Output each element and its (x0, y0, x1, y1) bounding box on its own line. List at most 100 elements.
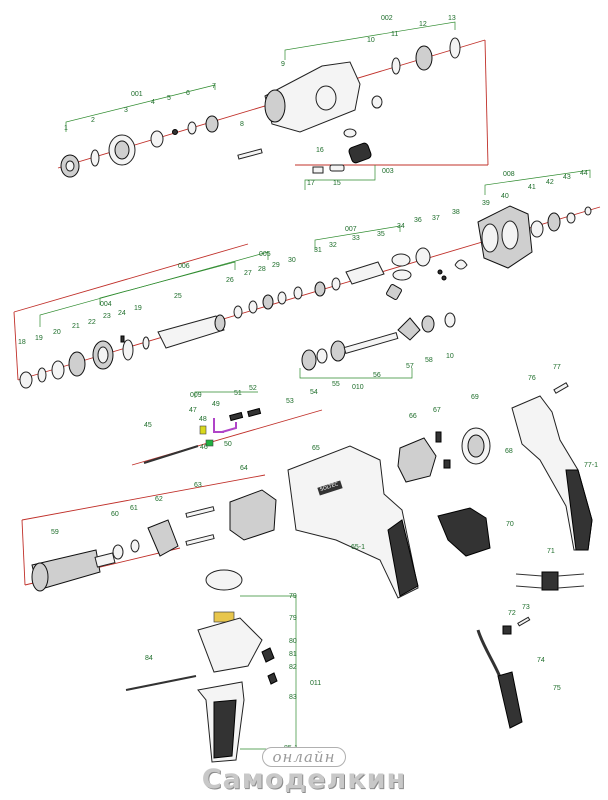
label-55: 55 (332, 381, 340, 388)
group-001-chuck-parts: 1 2 3 4 5 6 7 8 001 (60, 83, 263, 178)
label-1: 1 (64, 125, 68, 132)
label-16: 16 (316, 147, 324, 154)
label-52: 52 (249, 385, 257, 392)
part-4-washer (150, 130, 164, 148)
part-20-washer (51, 360, 65, 380)
part-40-ring (501, 220, 519, 250)
part-65-1-grip (387, 519, 419, 597)
part-27-washer (248, 300, 258, 314)
label-19: 19 (35, 335, 43, 342)
part-5-ball (172, 129, 178, 135)
label-79: 79 (289, 593, 297, 600)
part-64-stator (229, 489, 277, 541)
label-45: 45 (144, 422, 152, 429)
label-50: 50 (224, 441, 232, 448)
label-58: 58 (425, 357, 433, 364)
group-006-shaft-assembly: 18 19 20 21 22 23 24 19 25 26 27 28 29 3… (18, 251, 303, 389)
part-52-brush (247, 407, 262, 418)
part-12-bearing (415, 45, 433, 71)
group-011-side-handle: 79 79 80 81 82 83 84 85-1 011 (125, 569, 321, 763)
label-66: 66 (409, 413, 417, 420)
label-59: 59 (51, 529, 59, 536)
group-003-switch-lever: 16 17 15 003 (304, 128, 394, 190)
label-40: 40 (501, 193, 509, 200)
label-36: 36 (414, 217, 422, 224)
label-001: 001 (131, 91, 143, 98)
part-67-pin (435, 431, 442, 443)
watermark-samodelkin: Самоделкин (201, 764, 407, 795)
part-85-1-grip-insert (213, 699, 237, 759)
part-11-ring (391, 57, 401, 75)
part-49-holder (213, 418, 224, 433)
part-18-ring (19, 371, 33, 389)
label-67: 67 (433, 407, 441, 414)
part-21-bearing (68, 351, 86, 377)
part-58-bearing (421, 315, 435, 333)
label-60: 60 (111, 511, 119, 518)
group-cable: 71 72 73 74 75 (476, 548, 585, 729)
label-004: 004 (100, 301, 112, 308)
part-72-clamp (502, 625, 512, 635)
label-80: 80 (289, 638, 297, 645)
part-31-nut (314, 281, 326, 297)
part-73-screw (517, 616, 531, 627)
part-79b-block (213, 611, 235, 623)
label-75: 75 (553, 685, 561, 692)
part-23-pin (120, 335, 125, 343)
part-66-switch-frame (397, 437, 437, 483)
label-46: 46 (200, 444, 208, 451)
part-30-ring (293, 286, 303, 300)
label-48: 48 (199, 416, 207, 423)
label-24: 24 (118, 310, 126, 317)
label-29: 29 (272, 262, 280, 269)
group-002-gear-housing: 9 10 11 12 13 002 (264, 15, 461, 133)
part-80-clamp (197, 617, 263, 673)
label-39: 39 (482, 200, 490, 207)
label-41: 41 (528, 184, 536, 191)
label-62: 62 (155, 496, 163, 503)
part-53-gear (301, 349, 317, 371)
label-011: 011 (310, 680, 321, 687)
part-6-ring (187, 121, 197, 135)
part-32-ring (331, 277, 341, 291)
label-009: 009 (190, 392, 202, 399)
part-2-ring (90, 149, 100, 167)
label-65-1: 65-1 (351, 544, 365, 551)
label-21: 21 (72, 323, 80, 330)
label-38: 38 (452, 209, 460, 216)
label-010: 010 (352, 384, 364, 391)
part-60-bearing (112, 544, 124, 560)
part-35-oring (392, 269, 412, 281)
group-housing: SOLTEC 65 65-1 (287, 445, 419, 599)
label-7: 7 (212, 83, 216, 90)
label-006: 006 (178, 263, 190, 270)
label-64: 64 (240, 465, 248, 472)
group-motor: 59 60 61 62 63 64 (31, 465, 277, 592)
label-25: 25 (174, 293, 182, 300)
label-31: 31 (314, 247, 322, 254)
label-17: 17 (307, 180, 315, 187)
part-36-bearing (415, 247, 431, 267)
group-008-cylinder-guide: 37 38 39 40 41 42 43 44 008 (432, 169, 592, 281)
part-77-screw (553, 382, 569, 394)
label-72: 72 (508, 610, 516, 617)
part-45-rod (143, 445, 199, 464)
group-010-gear-shaft: 53 54 55 56 57 58 10 010 (286, 312, 456, 405)
part-54-gear (316, 348, 328, 364)
label-4: 4 (151, 99, 155, 106)
part-43-washer (566, 212, 576, 224)
part-51-brush (229, 411, 244, 422)
label-47: 47 (189, 407, 197, 414)
label-005: 005 (259, 251, 271, 258)
label-65: 65 (312, 445, 320, 452)
part-70-switch (437, 507, 491, 557)
label-9: 9 (281, 61, 285, 68)
label-18: 18 (18, 339, 26, 346)
part-16-knob (348, 142, 372, 164)
part-26-bearing (233, 305, 243, 319)
part-19-ring (37, 367, 47, 383)
watermark-online: онлайн (0, 747, 608, 767)
part-44-circlip (584, 206, 592, 216)
part-24-ring (122, 339, 134, 361)
group-007-clutch: 31 32 33 34 35 36 007 (314, 217, 431, 300)
